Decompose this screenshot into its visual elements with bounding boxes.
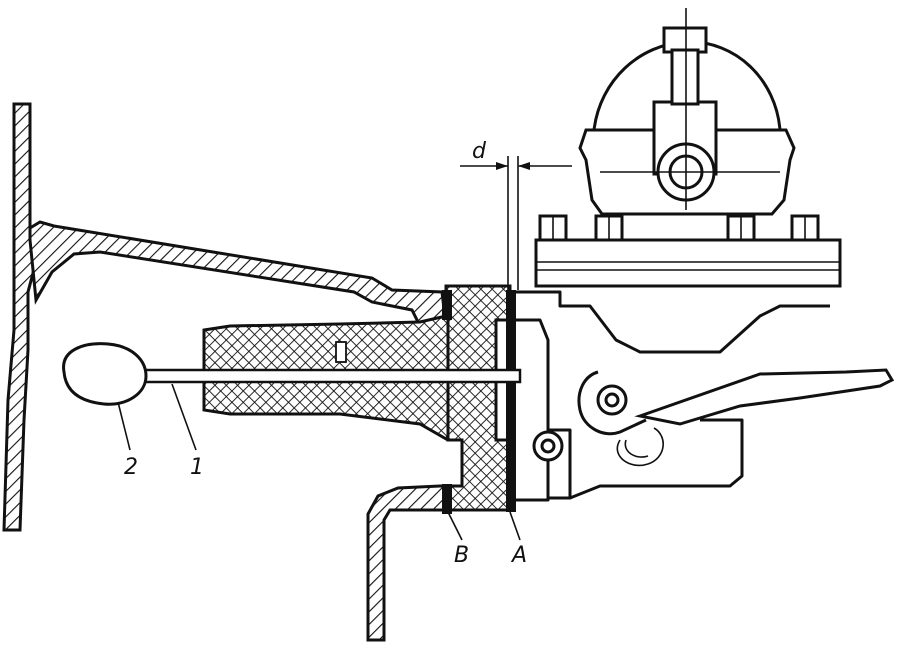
- pump-bracket: [28, 220, 448, 328]
- pump-dome-cover: [578, 8, 796, 216]
- gasket-A: [506, 290, 516, 512]
- label-gasket-A: A: [510, 543, 527, 568]
- diaphragm-flange: [534, 214, 842, 288]
- gasket-B: [442, 290, 452, 514]
- leader-lines: [117, 383, 521, 541]
- spacer-block: [444, 284, 512, 512]
- lower-flange: [366, 484, 448, 642]
- pump-body: [516, 290, 830, 502]
- body-bolt: [532, 430, 564, 462]
- label-gasket-B: B: [454, 543, 469, 568]
- label-cam-2: 2: [124, 455, 138, 480]
- pushrod: [138, 368, 522, 384]
- dimension-d: [460, 156, 572, 290]
- cam-eccentric: [62, 342, 148, 406]
- label-d: d: [472, 139, 487, 164]
- priming-lever: [577, 368, 895, 436]
- label-pushrod-1: 1: [190, 455, 204, 480]
- engine-block-wall: [2, 102, 48, 532]
